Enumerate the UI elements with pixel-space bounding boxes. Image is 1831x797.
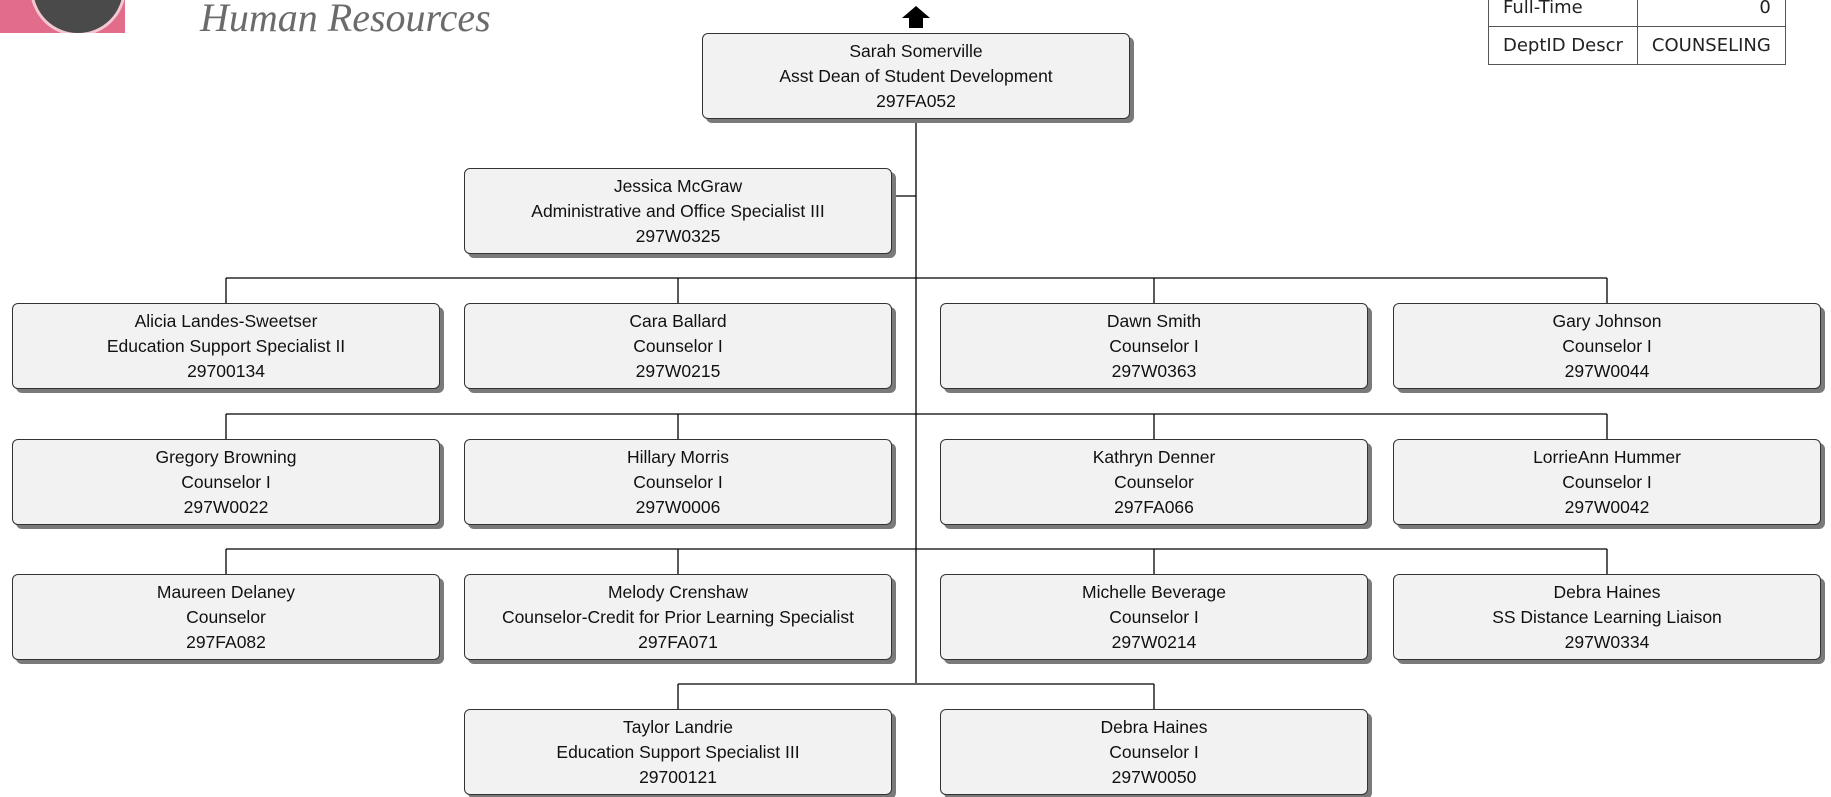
node-name: Gary Johnson (1552, 310, 1662, 331)
info-value: 0 (1636, 0, 1786, 27)
org-node-report[interactable]: Maureen Delaney Counselor 297FA082 (12, 574, 440, 660)
node-position-id: 297W0042 (1564, 496, 1650, 517)
node-position-id: 297W0363 (1111, 360, 1197, 381)
org-node-assistant[interactable]: Jessica McGraw Administrative and Office… (464, 168, 892, 254)
college-logo (0, 0, 125, 33)
org-node-report[interactable]: Taylor Landrie Education Support Special… (464, 709, 892, 795)
node-position-id: 297W0215 (635, 360, 721, 381)
node-title: Asst Dean of Student Development (779, 65, 1053, 86)
org-node-report[interactable]: Cara Ballard Counselor I 297W0215 (464, 303, 892, 389)
node-name: Alicia Landes-Sweetser (134, 310, 318, 331)
node-name: Jessica McGraw (613, 175, 743, 196)
node-name: Gregory Browning (155, 446, 297, 467)
node-position-id: 297FA082 (186, 631, 266, 652)
node-title: Counselor I (633, 335, 723, 356)
node-name: Dawn Smith (1106, 310, 1202, 331)
org-node-report[interactable]: Debra Haines Counselor I 297W0050 (940, 709, 1368, 795)
node-name: Hillary Morris (626, 446, 730, 467)
node-position-id: 297W0044 (1564, 360, 1650, 381)
node-name: Sarah Somerville (849, 40, 983, 61)
info-value: COUNSELING (1636, 26, 1786, 65)
node-title: Education Support Specialist III (556, 741, 800, 762)
org-node-root[interactable]: Sarah Somerville Asst Dean of Student De… (702, 33, 1130, 119)
node-title: Counselor I (1562, 335, 1652, 356)
node-title: Administrative and Office Specialist III (531, 200, 825, 221)
node-name: Debra Haines (1553, 581, 1661, 602)
node-title: SS Distance Learning Liaison (1492, 606, 1722, 627)
node-name: Michelle Beverage (1082, 581, 1226, 602)
node-title: Counselor (186, 606, 266, 627)
node-name: Melody Crenshaw (607, 581, 749, 602)
node-title: Education Support Specialist II (106, 335, 346, 356)
node-position-id: 297FA066 (1114, 496, 1194, 517)
org-node-report[interactable]: Kathryn Denner Counselor 297FA066 (940, 439, 1368, 525)
org-node-report[interactable]: Melody Crenshaw Counselor-Credit for Pri… (464, 574, 892, 660)
node-name: Cara Ballard (629, 310, 727, 331)
node-position-id: 297W0214 (1111, 631, 1197, 652)
department-info-table: Full-Time 0 DeptID Descr COUNSELING (1488, 0, 1786, 65)
node-name: Maureen Delaney (156, 581, 296, 602)
page-title: Human Resources (200, 0, 491, 40)
node-name: Debra Haines (1100, 716, 1208, 737)
node-position-id: 29700121 (639, 766, 717, 787)
org-node-report[interactable]: Gregory Browning Counselor I 297W0022 (12, 439, 440, 525)
org-node-report[interactable]: Alicia Landes-Sweetser Education Support… (12, 303, 440, 389)
node-name: LorrieAnn Hummer (1533, 446, 1681, 467)
node-title: Counselor I (1109, 335, 1199, 356)
node-title: Counselor-Credit for Prior Learning Spec… (501, 606, 855, 627)
node-title: Counselor I (181, 471, 271, 492)
node-position-id: 297W0022 (183, 496, 269, 517)
org-node-report[interactable]: LorrieAnn Hummer Counselor I 297W0042 (1393, 439, 1821, 525)
node-position-id: 297W0050 (1111, 766, 1197, 787)
node-title: Counselor I (1562, 471, 1652, 492)
node-position-id: 297W0325 (635, 225, 721, 246)
table-row: DeptID Descr COUNSELING (1488, 26, 1786, 65)
node-position-id: 297W0006 (635, 496, 721, 517)
org-node-report[interactable]: Hillary Morris Counselor I 297W0006 (464, 439, 892, 525)
info-label: DeptID Descr (1488, 26, 1638, 65)
node-title: Counselor I (1109, 741, 1199, 762)
node-position-id: 29700134 (187, 360, 265, 381)
org-node-report[interactable]: Debra Haines SS Distance Learning Liaiso… (1393, 574, 1821, 660)
org-node-report[interactable]: Dawn Smith Counselor I 297W0363 (940, 303, 1368, 389)
node-position-id: 297W0334 (1564, 631, 1650, 652)
org-node-report[interactable]: Gary Johnson Counselor I 297W0044 (1393, 303, 1821, 389)
node-title: Counselor I (633, 471, 723, 492)
node-title: Counselor I (1109, 606, 1199, 627)
node-position-id: 297FA052 (876, 90, 956, 111)
up-arrow-icon[interactable] (901, 5, 931, 29)
node-name: Kathryn Denner (1092, 446, 1216, 467)
org-node-report[interactable]: Michelle Beverage Counselor I 297W0214 (940, 574, 1368, 660)
node-title: Counselor (1114, 471, 1194, 492)
node-name: Taylor Landrie (623, 716, 733, 737)
node-position-id: 297FA071 (638, 631, 718, 652)
